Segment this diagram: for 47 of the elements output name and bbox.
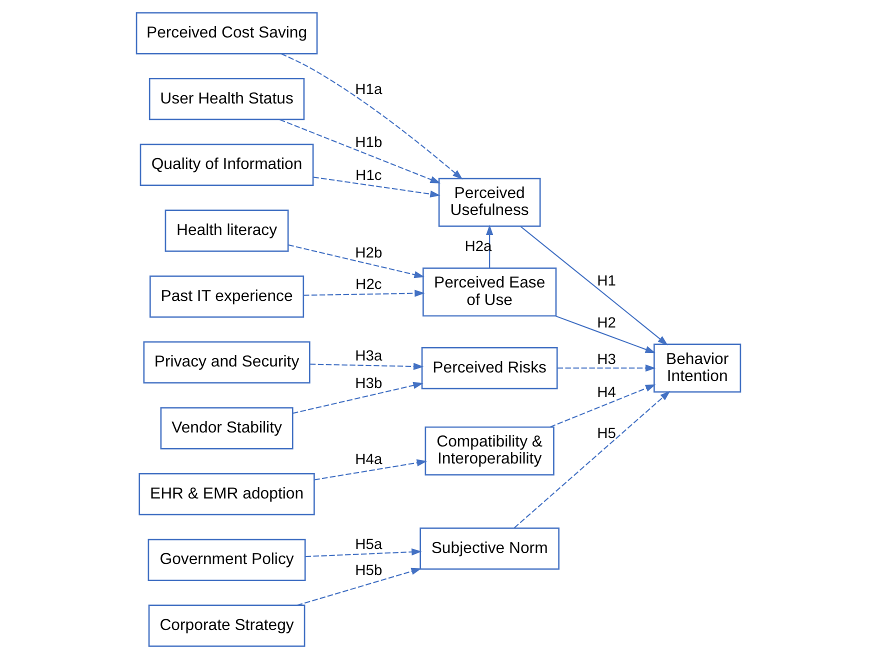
edge-label: H3 bbox=[596, 352, 616, 368]
node-box: Subjective Norm bbox=[419, 527, 559, 570]
arrow bbox=[513, 390, 670, 528]
node-box: Health literacy bbox=[164, 210, 288, 252]
node-box: Perceived Risks bbox=[420, 346, 558, 390]
edge-label: H5b bbox=[354, 563, 382, 580]
arrow bbox=[520, 226, 668, 346]
edge-label: H1a bbox=[354, 82, 382, 98]
arrow bbox=[304, 548, 422, 558]
arrow bbox=[296, 568, 422, 606]
arrow bbox=[303, 290, 424, 297]
arrow bbox=[279, 119, 440, 184]
node-box: Past IT experience bbox=[148, 275, 304, 318]
node-box: Behavior Intention bbox=[653, 344, 741, 393]
arrow bbox=[288, 244, 424, 278]
node-box: Vendor Stability bbox=[160, 407, 293, 450]
edge-label: H4a bbox=[354, 452, 382, 468]
node-box: Perceived Usefulness bbox=[438, 178, 540, 227]
node-box: Compatibility & Interoperability bbox=[424, 426, 554, 476]
node-box: EHR & EMR adoption bbox=[138, 473, 314, 516]
edge-label: H2 bbox=[596, 316, 616, 332]
node-box: Perceived Ease of Use bbox=[422, 268, 556, 317]
edge-label: H5 bbox=[596, 426, 616, 442]
node-box: Privacy and Security bbox=[142, 341, 310, 384]
arrow bbox=[292, 382, 423, 414]
arrow bbox=[312, 176, 440, 198]
node-box: User Health Status bbox=[148, 78, 304, 120]
edge-label: H4 bbox=[596, 384, 616, 401]
edge-label: H1b bbox=[354, 135, 382, 152]
node-box: Quality of Information bbox=[139, 144, 314, 186]
node-box: Corporate Strategy bbox=[148, 604, 305, 647]
arrow bbox=[486, 224, 493, 268]
arrow bbox=[314, 459, 427, 480]
edge-label: H1c bbox=[355, 168, 382, 184]
arrow bbox=[309, 362, 424, 370]
arrow bbox=[280, 53, 462, 180]
edge-label: H2b bbox=[354, 245, 382, 262]
edge-label: H1 bbox=[596, 274, 616, 290]
node-box: Government Policy bbox=[147, 538, 306, 582]
node-box: Perceived Cost Saving bbox=[135, 12, 318, 54]
edge-label: H5a bbox=[354, 537, 382, 554]
edge-label: H3b bbox=[354, 376, 382, 392]
edge-label: H3a bbox=[354, 348, 382, 365]
edge-label: H2c bbox=[355, 277, 382, 294]
arrow bbox=[549, 384, 656, 428]
arrow bbox=[554, 315, 656, 354]
arrow bbox=[556, 364, 656, 372]
